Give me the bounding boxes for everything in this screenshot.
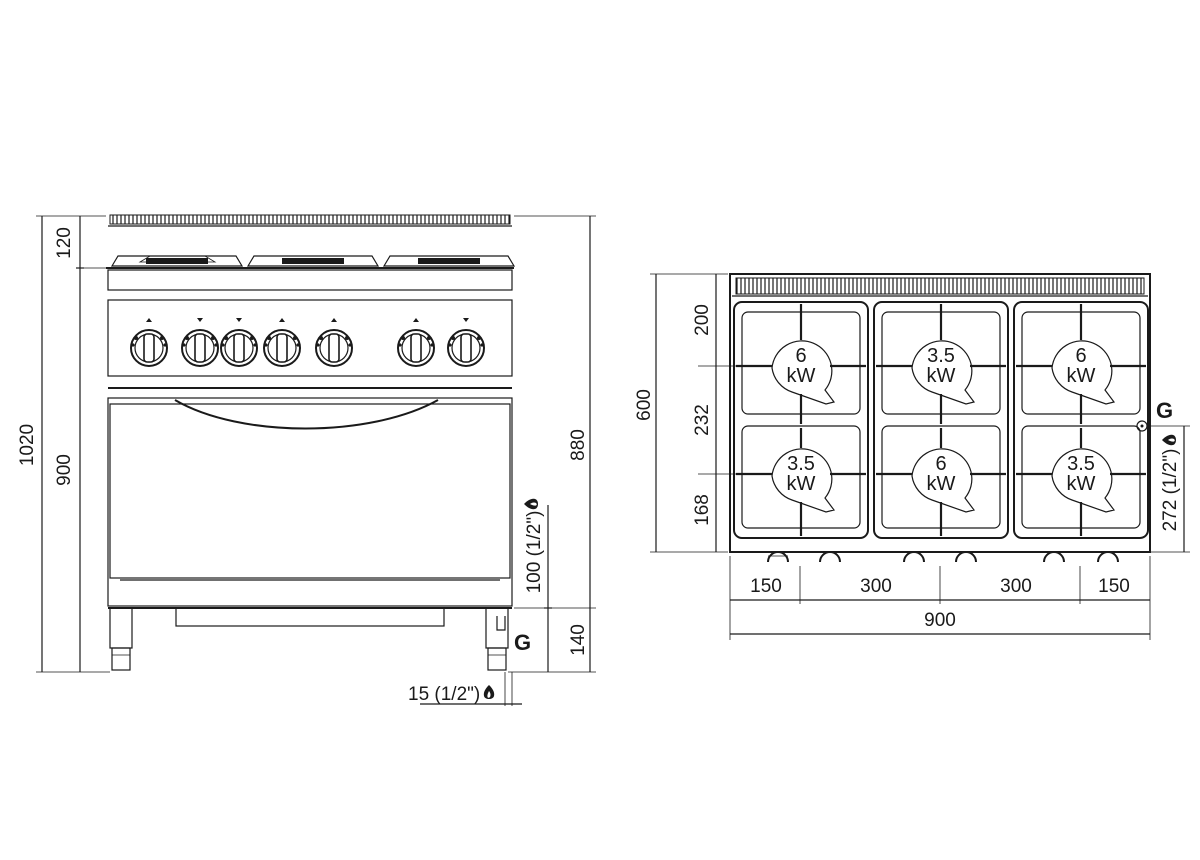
burner: 3.5 kW [1016,428,1146,536]
front-view: 120 900 1020 880 100 (1/2") 140 G 15 (1/… [17,214,596,706]
burner: 6 kW [736,304,866,424]
front-legs [109,607,509,671]
top-view: 6 kW 3.5 kW 6 kW 3.5 kW 6 [634,273,1190,640]
dim-total-height: 1020 [17,424,38,466]
gas-flame-icon [1162,434,1176,446]
dim-seg-3: 300 [1000,576,1032,597]
dim-row-middle: 232 [692,404,713,436]
burner: 3.5 kW [736,428,866,536]
dim-seg-1: 150 [750,576,782,597]
dim-seg-2: 300 [860,576,892,597]
knob [263,318,301,367]
burner: 6 kW [876,428,1006,536]
control-knobs [130,318,485,367]
dim-gas-offset: 15 (1/2") [408,684,480,705]
dim-gas-height: 100 (1/2") [524,511,545,594]
burner-unit: kW [787,365,816,387]
burner-unit: kW [1067,473,1096,495]
dim-gas-side: 272 (1/2") [1160,449,1181,532]
dim-body-height: 900 [54,454,75,486]
front-left-dimensions [36,215,110,673]
burner-power: 6 [1075,345,1086,367]
burner-unit: kW [927,473,956,495]
top-left-dimensions [650,273,736,553]
gas-connection-point [1136,420,1148,432]
gas-flame-icon [483,685,495,699]
dim-gas-bottom: 140 [568,624,589,656]
dim-worktop-height: 880 [568,429,589,461]
top-gas-label: G [1156,398,1173,423]
top-view-knobs [767,551,1119,563]
dim-seg-4: 150 [1098,576,1130,597]
dim-row-back: 168 [692,494,713,526]
knob [315,318,353,367]
burner-power: 3.5 [1067,453,1095,475]
burner-power: 6 [935,453,946,475]
dim-depth-total: 600 [634,389,655,421]
burner: 6 kW [1016,304,1146,424]
knob [130,318,168,367]
burner-unit: kW [787,473,816,495]
knob [447,318,485,367]
burner-unit: kW [927,365,956,387]
burner-power: 3.5 [927,345,955,367]
gas-connection-label: G [514,630,531,655]
front-right-dimensions [420,215,596,706]
dim-row-front: 200 [692,304,713,336]
burner: 3.5 kW [876,304,1006,424]
top-bottom-dimensions [729,556,1151,640]
burner-power: 6 [795,345,806,367]
burner-unit: kW [1067,365,1096,387]
knob [220,318,258,367]
front-burner-caps [110,255,516,267]
dim-width-total: 900 [924,610,956,631]
knob [181,318,219,367]
gas-flame-icon [524,498,538,510]
burner-power: 3.5 [787,453,815,475]
dim-top-height: 120 [54,227,75,259]
knob [397,318,435,367]
